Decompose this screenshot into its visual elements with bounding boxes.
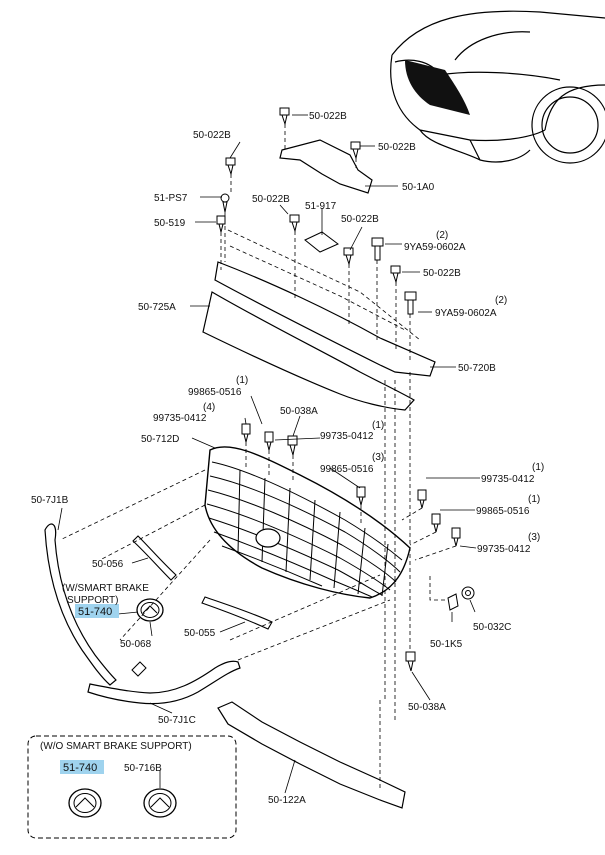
- screw-99865-icon: [264, 431, 274, 451]
- highlight-51-740-upper: [75, 604, 119, 618]
- label-p26b: SUPPORT): [67, 595, 119, 606]
- label-p2: 50-022B: [378, 142, 416, 153]
- label-p32: 50-038A: [408, 702, 446, 713]
- clip-50-038a-icon: [287, 435, 298, 456]
- assembly-lines: [59, 124, 457, 790]
- label-p27: 51-740: [78, 606, 112, 618]
- clip-50-022b-icon: [289, 214, 300, 233]
- clip-50-022b-icon: [343, 247, 354, 266]
- emblem-wo-support: [68, 788, 102, 818]
- label-pad-shape: [304, 231, 339, 253]
- label-p1: 50-022B: [309, 111, 347, 122]
- wo-smart-brake-frame: [27, 735, 237, 839]
- label-p11: 50-022B: [423, 268, 461, 279]
- nut-50-032c-icon: [461, 586, 475, 600]
- label-p10-qty: (2): [436, 230, 448, 241]
- label-p19: 50-712D: [141, 434, 179, 445]
- label-p15: 99865-0516: [188, 387, 242, 398]
- label-p17: 50-038A: [280, 406, 318, 417]
- label-p8: 50-022B: [341, 214, 379, 225]
- bolt-9ya59-icon: [404, 291, 417, 315]
- main-grille: [204, 446, 411, 599]
- clip-50-038a-icon: [405, 651, 416, 672]
- highlight-51-740-lower: [60, 760, 104, 774]
- label-p35: 51-740: [63, 762, 97, 774]
- label-p28: 50-068: [120, 639, 152, 650]
- leader-lines: [57, 114, 480, 794]
- label-p26a: (W/SMART BRAKE: [62, 583, 149, 594]
- label-p21-qty: (1): [532, 462, 544, 473]
- lower-bracket-shape: [217, 701, 406, 809]
- lower-molding-shape: [87, 660, 241, 705]
- label-p12-qty: (2): [495, 295, 507, 306]
- label-p18: 99735-0412: [320, 431, 374, 442]
- label-p23: 99865-0516: [476, 506, 530, 517]
- molding-50-055-shape: [201, 596, 273, 630]
- label-p21: 99735-0412: [481, 474, 535, 485]
- label-p4: 50-1A0: [402, 182, 435, 193]
- label-p23-qty: (1): [528, 494, 540, 505]
- label-p33: 50-7J1C: [158, 715, 196, 726]
- label-p6: 50-022B: [252, 194, 290, 205]
- label-p3: 50-022B: [193, 130, 231, 141]
- car-front-illustration: [390, 10, 605, 164]
- emblem-upper: [136, 598, 164, 622]
- screw-99865-icon: [431, 513, 441, 533]
- label-p20-qty: (3): [372, 452, 384, 463]
- label-p29: 50-055: [184, 628, 216, 639]
- label-p16-qty: (4): [203, 402, 215, 413]
- label-p36: 50-716B: [124, 763, 162, 774]
- label-p25: 50-056: [92, 559, 124, 570]
- molding-50-056-shape: [132, 535, 177, 581]
- label-p9: 50-519: [154, 218, 186, 229]
- clip-50-1k5-icon: [447, 593, 459, 611]
- label-p37: 50-122A: [268, 795, 306, 806]
- screw-99735-icon: [241, 423, 251, 443]
- emblem-50-716b: [143, 788, 177, 818]
- label-p16: 99735-0412: [153, 413, 207, 424]
- label-p31: 50-032C: [473, 622, 511, 633]
- clip-50-022b-icon: [279, 107, 290, 126]
- label-p24-qty: (3): [528, 532, 540, 543]
- label-p22: 50-7J1B: [31, 495, 69, 506]
- clip-50-519-icon: [216, 215, 226, 233]
- part-labels: 50-022B 50-022B 50-022B 50-1A0 51-PS7 50…: [31, 111, 544, 806]
- screw-99865-icon: [356, 486, 366, 506]
- label-p10: 9YA59-0602A: [404, 242, 466, 253]
- label-p7: 51-917: [305, 201, 337, 212]
- label-p20: 99865-0516: [320, 464, 374, 475]
- label-p5: 51-PS7: [154, 193, 188, 204]
- label-p14: 50-720B: [458, 363, 496, 374]
- screw-99735-icon: [451, 527, 461, 547]
- upper-trim-bar-shape: [202, 291, 415, 411]
- car-grille-highlight: [405, 60, 470, 115]
- label-p18-qty: (1): [372, 420, 384, 431]
- screw-99735-icon: [417, 489, 427, 509]
- label-p13: 50-725A: [138, 302, 176, 313]
- side-molding-left-shape: [44, 523, 117, 686]
- pin-51-ps7-icon: [220, 193, 230, 213]
- support-rail-shape: [214, 261, 436, 377]
- label-p24: 99735-0412: [477, 544, 531, 555]
- clip-50-022b-icon: [225, 157, 236, 176]
- clip-50-022b-icon: [390, 265, 401, 284]
- label-p34: (W/O SMART BRAKE SUPPORT): [40, 741, 192, 752]
- label-p30: 50-1K5: [430, 639, 463, 650]
- upper-bracket-shape: [279, 139, 373, 194]
- clip-50-022b-icon: [350, 141, 361, 160]
- label-p15-qty: (1): [236, 375, 248, 386]
- clip-50-068-icon: [131, 661, 147, 677]
- bolt-9ya59-icon: [371, 237, 384, 261]
- label-p12: 9YA59-0602A: [435, 308, 497, 319]
- fasteners: [131, 107, 475, 677]
